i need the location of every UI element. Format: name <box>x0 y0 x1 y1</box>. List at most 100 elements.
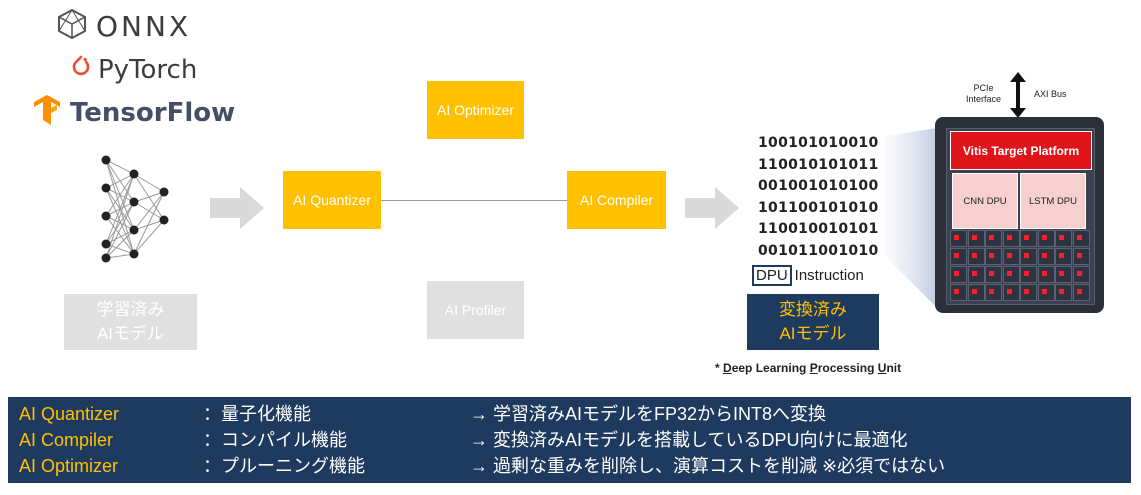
fabric-cell <box>985 284 1002 301</box>
fabric-cell <box>1037 248 1055 265</box>
fabric-cell-dot <box>1006 235 1012 240</box>
fabric-cell <box>1055 284 1072 301</box>
footnote-prefix: * <box>715 361 724 375</box>
trained-model-line1: 学習済み <box>96 300 165 319</box>
fabric-cell-dot <box>971 289 977 294</box>
fabric-cell <box>967 284 985 301</box>
legend-row-optimizer: AI Optimizer ：プルーニング機能 → 過剰な重みを削除し、演算コスト… <box>8 453 1131 479</box>
fabric-cell-dot <box>1076 271 1082 276</box>
arrow-right-icon <box>685 187 739 229</box>
fabric-cell <box>950 266 967 283</box>
trained-model-box: 学習済み AIモデル <box>64 294 197 350</box>
fabric-cell <box>967 230 985 247</box>
vitis-target-platform: Vitis Target Platform <box>950 131 1092 170</box>
fabric-cell <box>1002 284 1020 301</box>
dpu-footnote: * Deep Learning Processing Unit <box>715 361 901 375</box>
legend-row-compiler: AI Compiler ：コンパイル機能 → 変換済みAIモデルを搭載しているD… <box>8 427 1131 453</box>
onnx-label: ONNX <box>96 10 192 43</box>
ai-profiler-box: AI Profiler <box>427 281 524 339</box>
binary-code: 100101010010 110010101011 001001010100 1… <box>758 133 888 263</box>
pytorch-icon <box>70 54 92 85</box>
fabric-cell-dot <box>989 235 994 240</box>
connector-line <box>381 200 567 201</box>
fabric-cell-dot <box>1024 271 1029 276</box>
fabric-cell-dot <box>954 271 959 276</box>
ai-compiler-box: AI Compiler <box>567 171 666 229</box>
pcie-line2: Interface <box>966 94 1002 104</box>
binary-line: 110010101011 <box>758 156 879 173</box>
bidirectional-arrow-icon <box>1010 72 1026 118</box>
fabric-cell <box>1002 248 1020 265</box>
legend-function: ：プルーニング機能 <box>203 456 365 476</box>
footnote-initial: D <box>723 361 732 375</box>
fabric-cell-dot <box>1041 289 1047 294</box>
fabric-cell <box>950 230 967 247</box>
cnn-dpu-block: CNN DPU <box>952 173 1018 229</box>
fabric-cell-dot <box>1076 253 1082 258</box>
fabric-cell-dot <box>989 289 994 294</box>
binary-line: 110010010101 <box>758 221 879 238</box>
fabric-cell-dot <box>989 271 994 276</box>
footnote-initial: P <box>809 361 818 375</box>
fabric-cell-dot <box>954 253 959 258</box>
fabric-cell-dot <box>1076 235 1082 240</box>
fabric-cell-dot <box>1059 235 1064 240</box>
fabric-cell-dot <box>954 235 959 240</box>
fabric-cell-dot <box>1041 271 1047 276</box>
dpu-boxed-text: DPU <box>752 265 792 286</box>
pcie-line1: PCIe <box>973 83 994 93</box>
projection-beam <box>885 128 937 308</box>
ai-quantizer-box: AI Quantizer <box>283 171 381 229</box>
legend-description: → 変換済みAIモデルを搭載しているDPU向けに最適化 <box>470 430 908 450</box>
fabric-cell <box>1055 230 1072 247</box>
fabric-cell <box>1055 266 1072 283</box>
fabric-cell-dot <box>1059 253 1064 258</box>
fabric-cell-dot <box>1059 289 1064 294</box>
fabric-cell <box>1072 248 1090 265</box>
legend-panel: AI Quantizer ：量子化機能 → 学習済みAIモデルをFP32からIN… <box>8 397 1131 483</box>
fabric-cell <box>1072 230 1090 247</box>
axi-bus-label: AXI Bus <box>1034 89 1067 99</box>
fabric-cell-dot <box>1006 271 1012 276</box>
fabric-cell <box>985 266 1002 283</box>
tensorflow-logo: TensorFlow <box>32 94 235 131</box>
legend-description: → 学習済みAIモデルをFP32からINT8へ変換 <box>470 404 827 424</box>
fabric-cell-dot <box>971 253 977 258</box>
fabric-cell-dot <box>1024 235 1029 240</box>
legend-row-quantizer: AI Quantizer ：量子化機能 → 学習済みAIモデルをFP32からIN… <box>8 401 1131 427</box>
fabric-cell <box>1055 248 1072 265</box>
tensorflow-icon <box>32 94 62 131</box>
footnote-initial: U <box>877 361 887 375</box>
binary-line: 001011001010 <box>758 242 879 259</box>
fabric-cell <box>1002 230 1020 247</box>
legend-name: AI Optimizer <box>19 456 119 476</box>
fabric-cell <box>985 248 1002 265</box>
lstm-dpu-block: LSTM DPU <box>1020 173 1086 229</box>
pytorch-logo: PyTorch <box>70 54 197 85</box>
ai-optimizer-box: AI Optimizer <box>427 81 524 139</box>
footnote-word: rocessing <box>817 361 878 375</box>
converted-model-line1: 変換済み <box>779 300 847 319</box>
binary-line: 001001010100 <box>758 178 879 195</box>
fabric-cell <box>967 266 985 283</box>
fabric-cell-dot <box>971 235 977 240</box>
legend-name: AI Compiler <box>19 430 114 450</box>
arrow-right-icon <box>210 187 264 229</box>
fabric-cell <box>1072 266 1090 283</box>
fabric-cell <box>950 248 967 265</box>
dpu-instruction-label: DPU Instruction <box>752 265 864 286</box>
fabric-cell-dot <box>1006 253 1012 258</box>
fabric-cell-dot <box>1006 289 1012 294</box>
fabric-cell <box>1037 230 1055 247</box>
fabric-cell-dot <box>1041 235 1047 240</box>
fabric-cell-dot <box>1041 253 1047 258</box>
legend-description: → 過剰な重みを削除し、演算コストを削減 ※必須ではない <box>470 456 946 476</box>
tensorflow-label: TensorFlow <box>70 97 236 128</box>
fabric-cell <box>1020 248 1037 265</box>
fabric-cell <box>985 230 1002 247</box>
converted-model-box: 変換済み AIモデル <box>747 294 879 350</box>
fabric-cell-dot <box>1024 253 1029 258</box>
pytorch-label: PyTorch <box>98 54 198 85</box>
fabric-cell <box>1072 284 1090 301</box>
instruction-text: Instruction <box>794 267 864 284</box>
